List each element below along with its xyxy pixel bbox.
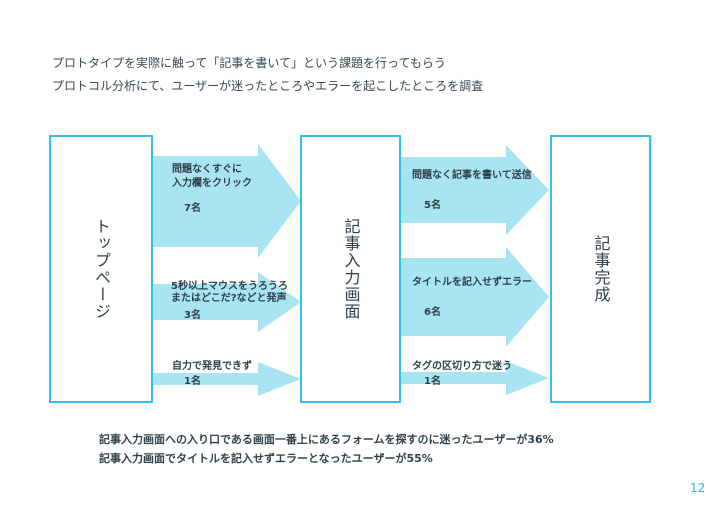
arrow-top-to-input-1-body <box>152 156 258 247</box>
transition-label: 問題なくすぐに 入力欄をクリック <box>172 163 252 191</box>
arrow-top-to-input-3-head <box>258 362 301 396</box>
transition-count: 5名 <box>424 200 441 211</box>
transition-label-line: タイトルを記入せずエラー <box>412 277 532 288</box>
transition-label-line: タグの区切り方で迷う <box>412 361 512 372</box>
findings-text: 記事入力画面への入り口である画面一番上にあるフォームを探すのに迷ったユーザーが3… <box>99 430 554 468</box>
intro-line-1: プロトタイプを実際に触って「記事を書いて」という課題を行ってもらう <box>52 56 446 70</box>
stage-title: 記事完成 <box>591 235 611 303</box>
stage-title: 記事入力画面 <box>341 218 361 320</box>
transition-label-line: またはどこだ?などと発声 <box>171 293 287 304</box>
transition-count: 7名 <box>184 203 201 214</box>
stage-box-top-page: トップページ <box>49 135 153 403</box>
stage-box-article-complete: 記事完成 <box>550 135 651 403</box>
transition-label-line: 問題なく記事を書いて送信 <box>412 170 532 181</box>
findings-line-2: 記事入力画面でタイトルを記入せずエラーとなったユーザーが55% <box>99 452 433 465</box>
transition-label: 5秒以上マウスをうろうろ またはどこだ?などと発声 <box>171 281 288 305</box>
page-number: 12 <box>690 481 706 495</box>
transition-label-line: 5秒以上マウスをうろうろ <box>171 281 288 292</box>
transition-label-line: 問題なくすぐに <box>172 164 242 175</box>
stage-title: トップページ <box>92 218 111 320</box>
arrow-input-to-done-3-head <box>506 361 549 395</box>
arrow-top-to-input-2-body <box>152 284 258 320</box>
transition-label-line: 入力欄をクリック <box>172 178 252 189</box>
arrow-input-to-done-1-body <box>400 157 506 223</box>
arrow-input-to-done-2-body <box>400 258 506 336</box>
transition-label: タイトルを記入せずエラー <box>412 276 532 290</box>
stage-box-article-input: 記事入力画面 <box>300 135 401 403</box>
intro-line-2: プロトコル分析にて、ユーザーが迷ったところやエラーを起こしたところを調査 <box>52 79 484 93</box>
findings-line-1: 記事入力画面への入り口である画面一番上にあるフォームを探すのに迷ったユーザーが3… <box>99 433 554 446</box>
transition-count: 3名 <box>184 310 201 321</box>
intro-text: プロトタイプを実際に触って「記事を書いて」という課題を行ってもらう プロトコル分… <box>52 52 483 98</box>
arrow-top-to-input-2-head <box>258 272 301 332</box>
arrow-input-to-done-3-body <box>400 372 506 384</box>
transition-label-line: 自力で発見できず <box>172 361 252 372</box>
arrow-top-to-input-1-head <box>258 144 301 258</box>
arrow-input-to-done-2-head <box>506 247 549 347</box>
arrow-input-to-done-1-head <box>506 145 549 235</box>
arrow-top-to-input-3-body <box>152 373 258 385</box>
transition-count: 1名 <box>424 376 441 387</box>
transition-count: 1名 <box>184 376 201 387</box>
transition-label: タグの区切り方で迷う <box>412 360 512 374</box>
transition-count: 6名 <box>424 307 441 318</box>
transition-label: 自力で発見できず <box>172 360 252 374</box>
transition-label: 問題なく記事を書いて送信 <box>412 169 532 183</box>
